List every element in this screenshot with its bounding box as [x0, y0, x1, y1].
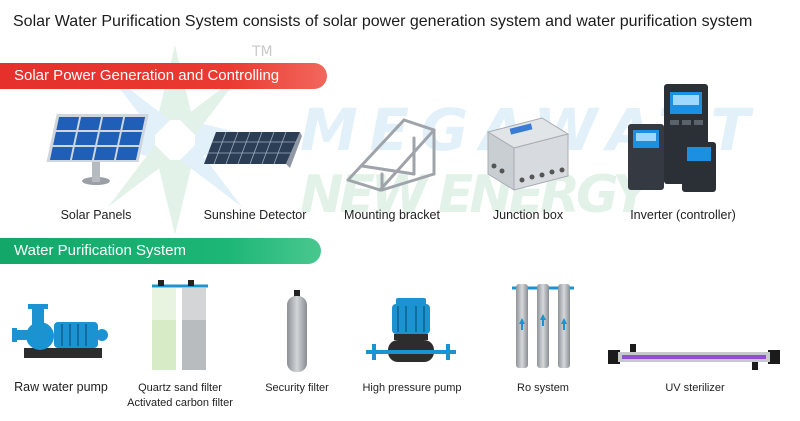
high-pressure-pump-label: High pressure pump — [362, 382, 462, 394]
raw-water-pump-icon — [12, 304, 108, 358]
section-banner-water: Water Purification System — [0, 238, 321, 264]
mounting-bracket-icon — [346, 118, 436, 192]
mounting-bracket-label: Mounting bracket — [344, 208, 440, 222]
sand-carbon-filter-item — [148, 280, 212, 372]
solar-panels-label: Solar Panels — [60, 208, 132, 222]
high-pressure-pump-item — [364, 298, 458, 370]
section-title-solar: Solar Power Generation and Controlling — [14, 67, 280, 84]
section-title-water: Water Purification System — [14, 242, 186, 259]
ro-system-label: Ro system — [517, 382, 569, 394]
ro-system-icon — [512, 284, 574, 368]
junction-box-item — [484, 114, 572, 196]
uv-sterilizer-icon — [608, 344, 780, 370]
inverter-label: Inverter (controller) — [630, 208, 736, 222]
sand-carbon-filter-icon — [152, 280, 208, 370]
security-filter-label: Security filter — [265, 382, 329, 394]
trademark-mark: TM — [251, 44, 273, 60]
security-filter-icon — [287, 290, 307, 372]
junction-box-icon — [486, 117, 570, 191]
solar-panels-icon — [46, 114, 149, 185]
high-pressure-pump-icon — [366, 298, 456, 362]
raw-water-pump-item — [12, 300, 112, 370]
sunshine-detector-item — [204, 128, 304, 170]
section-banner-solar: Solar Power Generation and Controlling — [0, 63, 327, 89]
solar-panels-item — [38, 108, 156, 188]
raw-water-pump-label: Raw water pump — [14, 380, 108, 394]
mounting-bracket-item — [342, 118, 442, 196]
inverter-icon — [628, 84, 716, 192]
carbon-filter-label: Activated carbon filter — [127, 397, 233, 409]
page-headline: Solar Water Purification System consists… — [13, 13, 753, 30]
ro-system-item — [512, 282, 574, 370]
sunshine-detector-label: Sunshine Detector — [203, 208, 307, 222]
inverter-item — [624, 84, 720, 196]
junction-box-label: Junction box — [492, 208, 564, 222]
sunshine-detector-icon — [204, 131, 302, 168]
security-filter-item — [282, 290, 312, 374]
uv-sterilizer-label: UV sterilizer — [665, 382, 725, 394]
uv-sterilizer-item — [608, 342, 780, 372]
sand-filter-label: Quartz sand filter — [138, 382, 222, 394]
